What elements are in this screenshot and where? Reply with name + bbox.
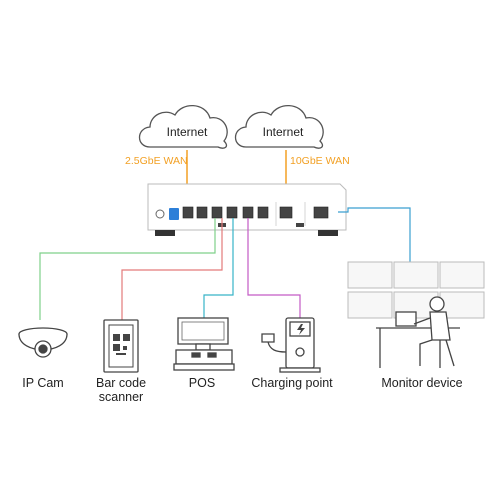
device-label-ip-cam: IP Cam (22, 376, 64, 390)
link-ip-cam (39, 218, 216, 320)
port-sfp (313, 206, 329, 219)
cloud-left-label: Internet (166, 125, 208, 139)
cloud-right-label: Internet (262, 125, 304, 139)
device-label-barcode-line2: scanner (98, 390, 144, 404)
barcode-scanner-icon (103, 319, 139, 373)
link-charging (247, 218, 301, 318)
link-barcode (121, 218, 223, 320)
cloud-left (138, 104, 228, 149)
port-5 (242, 206, 254, 219)
link-monitor (338, 207, 411, 262)
port-6 (257, 206, 269, 219)
device-label-pos: POS (188, 376, 216, 390)
port-4 (226, 206, 238, 219)
network-switch (147, 183, 347, 236)
charging-point-icon (261, 317, 321, 373)
device-label-monitor-device: Monitor device (381, 376, 463, 390)
cloud-right (234, 104, 324, 149)
power-button-icon (155, 209, 165, 219)
wan-label-left: 2.5GbE WAN (125, 155, 188, 167)
port-wan-right (279, 206, 293, 219)
port-2 (196, 206, 208, 219)
port-1 (182, 206, 194, 219)
port-3 (211, 206, 223, 219)
ip-camera-icon (18, 327, 68, 358)
device-label-charging-point: Charging point (251, 376, 333, 390)
port-group (182, 206, 329, 219)
operator-desk-icon (376, 296, 460, 368)
link-pos (203, 218, 234, 318)
device-label-barcode-line1: Bar code (95, 376, 147, 390)
pos-terminal-icon (173, 317, 235, 371)
wan-label-right: 10GbE WAN (290, 155, 350, 167)
monitor-wall-icon (347, 261, 485, 319)
